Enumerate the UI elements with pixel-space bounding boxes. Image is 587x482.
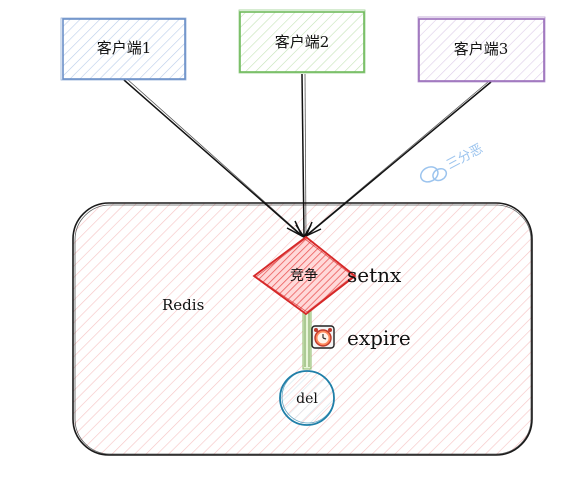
- compete-diamond: 竞争: [252, 235, 357, 316]
- watermark: 三分恶: [419, 141, 486, 183]
- arrow-client2: [301, 73, 305, 237]
- client-box-1: 客户端1: [60, 17, 187, 81]
- arrow-client2-sketch: [304, 73, 307, 238]
- lock-connector: [302, 308, 312, 370]
- client-2-label: 客户端2: [275, 33, 330, 51]
- setnx-label: setnx: [347, 263, 402, 287]
- redis-label: Redis: [162, 296, 204, 314]
- compete-label: 竞争: [290, 267, 318, 284]
- client-box-3: 客户端3: [417, 16, 546, 83]
- arrow-client3-sketch: [303, 81, 489, 238]
- client-1-label: 客户端1: [97, 39, 152, 57]
- arrow-client1-sketch: [126, 78, 305, 238]
- del-node: del: [279, 370, 335, 426]
- alarm-clock-icon: [311, 325, 335, 349]
- client-box-2: 客户端2: [238, 9, 366, 74]
- arrow-client1: [123, 79, 303, 237]
- wechat-icon: [419, 166, 448, 183]
- request-arrows: [123, 73, 492, 239]
- del-label: del: [296, 391, 318, 407]
- watermark-text: 三分恶: [444, 141, 485, 173]
- client-3-label: 客户端3: [454, 40, 509, 58]
- expire-label: expire: [347, 326, 411, 350]
- arrow-client3: [305, 81, 492, 237]
